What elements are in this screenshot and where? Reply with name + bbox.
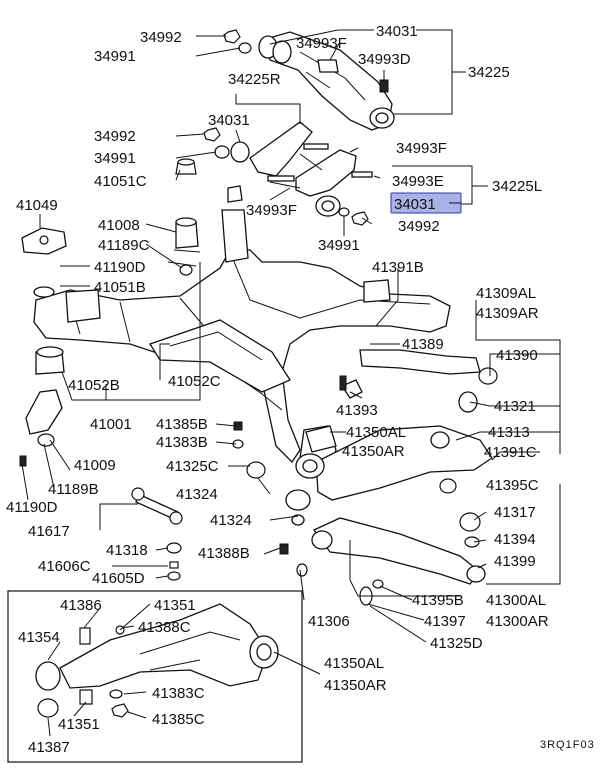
label-41317[interactable]: 41317 — [494, 504, 536, 521]
label-41309ar[interactable]: 41309AR — [476, 305, 539, 322]
label-34992[interactable]: 34992 — [398, 218, 440, 235]
label-34991[interactable]: 34991 — [318, 237, 360, 254]
label-41397[interactable]: 41397 — [424, 613, 466, 630]
label-41324[interactable]: 41324 — [176, 486, 218, 503]
lower-arm-41300-drawing — [285, 489, 486, 585]
label-34993f[interactable]: 34993F — [396, 140, 447, 157]
part-labels: 34992 34991 34031 34993F 34993D 34225 34… — [6, 23, 595, 756]
label-41351[interactable]: 41351 — [58, 716, 100, 733]
label-41052c[interactable]: 41052C — [168, 373, 221, 390]
label-41350al[interactable]: 41350AL — [346, 424, 406, 441]
label-41395c[interactable]: 41395C — [486, 477, 539, 494]
diagram-code: 3RQ1F03 — [540, 739, 595, 751]
label-41306[interactable]: 41306 — [308, 613, 350, 630]
label-41383b[interactable]: 41383B — [156, 434, 208, 451]
label-41318[interactable]: 41318 — [106, 542, 148, 559]
mount-bushings-drawing — [19, 217, 199, 467]
label-41617[interactable]: 41617 — [28, 523, 70, 540]
label-41350al[interactable]: 41350AL — [324, 655, 384, 672]
label-34031[interactable]: 34031 — [208, 112, 250, 129]
label-34031-selected[interactable]: 34031 — [394, 196, 436, 213]
label-41190d[interactable]: 41190D — [94, 259, 146, 276]
label-41189c[interactable]: 41189C — [98, 237, 150, 254]
label-34992[interactable]: 34992 — [140, 29, 182, 46]
label-41321[interactable]: 41321 — [494, 398, 536, 415]
label-34225l[interactable]: 34225L — [492, 178, 542, 195]
label-41388b[interactable]: 41388B — [198, 545, 250, 562]
label-41391c[interactable]: 41391C — [484, 444, 537, 461]
label-34225[interactable]: 34225 — [468, 64, 510, 81]
label-41391b[interactable]: 41391B — [372, 259, 424, 276]
label-41189b[interactable]: 41189B — [48, 481, 99, 498]
label-34993f[interactable]: 34993F — [246, 202, 297, 219]
label-41354[interactable]: 41354 — [18, 629, 60, 646]
misc-links-drawing — [131, 375, 481, 606]
upper-arm-34225-drawing — [258, 31, 395, 131]
label-41008[interactable]: 41008 — [98, 217, 140, 234]
label-41001[interactable]: 41001 — [90, 416, 132, 433]
label-41389[interactable]: 41389 — [402, 336, 444, 353]
label-41387[interactable]: 41387 — [28, 739, 70, 756]
label-41300al[interactable]: 41300AL — [486, 592, 546, 609]
label-41394[interactable]: 41394 — [494, 531, 536, 548]
label-41350ar[interactable]: 41350AR — [342, 443, 405, 460]
label-41385b[interactable]: 41385B — [156, 416, 208, 433]
label-41052b[interactable]: 41052B — [68, 377, 120, 394]
label-41190d[interactable]: 41190D — [6, 499, 58, 516]
label-41395b[interactable]: 41395B — [412, 592, 464, 609]
label-34031[interactable]: 34031 — [376, 23, 418, 40]
label-34991[interactable]: 34991 — [94, 48, 136, 65]
lower-arm-41309-drawing — [341, 349, 498, 413]
label-41051b[interactable]: 41051B — [94, 279, 146, 296]
leader-lines — [21, 29, 561, 737]
label-34993f[interactable]: 34993F — [296, 35, 347, 52]
label-41325c[interactable]: 41325C — [166, 458, 219, 475]
label-41350ar[interactable]: 41350AR — [324, 677, 387, 694]
label-41399[interactable]: 41399 — [494, 553, 536, 570]
label-41325d[interactable]: 41325D — [430, 635, 483, 652]
label-41388c[interactable]: 41388C — [138, 619, 191, 636]
label-41605d[interactable]: 41605D — [92, 570, 145, 587]
trailing-arm-41313-drawing — [295, 425, 493, 501]
label-41606c[interactable]: 41606C — [38, 558, 91, 575]
upper-arm-34225r-drawing — [230, 121, 373, 217]
label-34993e[interactable]: 34993E — [392, 173, 444, 190]
label-34992[interactable]: 34992 — [94, 128, 136, 145]
label-34993d[interactable]: 34993D — [358, 51, 411, 68]
label-41051c[interactable]: 41051C — [94, 173, 147, 190]
label-41390[interactable]: 41390 — [496, 347, 538, 364]
label-41386[interactable]: 41386 — [60, 597, 102, 614]
label-34991[interactable]: 34991 — [94, 150, 136, 167]
label-41313[interactable]: 41313 — [488, 424, 530, 441]
label-41393[interactable]: 41393 — [336, 402, 378, 419]
knuckle-inset — [7, 590, 303, 763]
label-41300ar[interactable]: 41300AR — [486, 613, 549, 630]
label-41385c[interactable]: 41385C — [152, 711, 205, 728]
label-41049[interactable]: 41049 — [16, 197, 58, 214]
label-41383c[interactable]: 41383C — [152, 685, 205, 702]
label-41009[interactable]: 41009 — [74, 457, 116, 474]
label-34225r[interactable]: 34225R — [228, 71, 281, 88]
label-41324[interactable]: 41324 — [210, 512, 252, 529]
label-41309al[interactable]: 41309AL — [476, 285, 536, 302]
label-41351[interactable]: 41351 — [154, 597, 196, 614]
